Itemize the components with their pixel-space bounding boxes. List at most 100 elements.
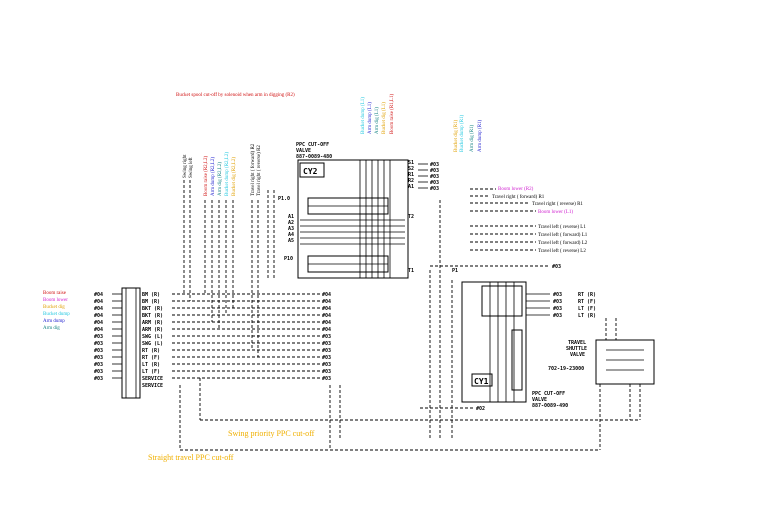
port-label: #03 xyxy=(94,355,103,361)
cy1-name: CY1 xyxy=(474,377,489,386)
port-label: #04 xyxy=(94,299,103,305)
cy2-header: VALVE xyxy=(296,148,311,154)
port-label: #03 xyxy=(322,334,331,340)
port-label: #04 xyxy=(94,292,103,298)
vertical-label: Bucket dump (R2,L2) xyxy=(225,152,230,196)
cy2-port: S2 xyxy=(408,166,414,172)
connector-labels: BM (R) BM (R) BKT (R) BKT (R) ARM (R) AR… xyxy=(142,292,163,389)
cy1-footer: VALVE xyxy=(532,397,547,403)
cy2-port: A2 xyxy=(288,220,294,226)
travel-shuttle-valve: TRAVEL SHUTTLE VALVE 702-19-23000 xyxy=(548,318,655,420)
vertical-label: Arm dig (L1) xyxy=(375,107,380,134)
right-label: Travel left ( forward) L2 xyxy=(538,241,588,246)
cy1-port-label: LT (F) xyxy=(578,306,596,312)
connector-label: RT (F) xyxy=(142,355,160,361)
vertical-label: Bucket dig (R2,L2) xyxy=(232,157,237,196)
cy2-out-port: #03 xyxy=(430,168,439,174)
cy1-port: P1 xyxy=(452,268,458,274)
legend-item: Arm dump xyxy=(43,319,65,324)
connector-label: SWG (L) xyxy=(142,334,163,340)
cy2-port: A3 xyxy=(288,226,294,232)
vertical-label: Boom raise (R1,L1) xyxy=(390,94,395,134)
vertical-label: Bucket dig (R1) xyxy=(454,119,459,152)
left-ports: #04 #04 #04 #04 #04 #04 #03 #03 #03 #03 … xyxy=(94,292,103,382)
vertical-label: Travel right ( forward) R2 xyxy=(251,143,256,196)
vertical-labels-left: Swing right Swing left Boom raise (R2,L2… xyxy=(183,143,262,196)
vertical-label: Arm dump (R1) xyxy=(478,119,483,152)
port-label: #04 xyxy=(322,313,331,319)
cy1-port-num: #03 xyxy=(553,299,562,305)
vertical-label: Bucket dump (R1) xyxy=(460,114,465,152)
port-label: #03 xyxy=(94,341,103,347)
legend-item: Boom lower xyxy=(43,298,68,303)
port-label: #04 xyxy=(94,327,103,333)
vertical-label: Swing right xyxy=(183,154,188,178)
connector-label: BKT (R) xyxy=(142,306,163,312)
cy2-out-port: #03 xyxy=(430,174,439,180)
vertical-labels-top: Bucket dump (L1) Arm dump (L1) Arm dig (… xyxy=(361,94,395,134)
cy1-footer: PPC CUT-OFF xyxy=(532,391,565,397)
port-label: #03 xyxy=(94,334,103,340)
cy1-port-num: #03 xyxy=(553,306,562,312)
cy1-port-num: #03 xyxy=(553,313,562,319)
port-label: #04 xyxy=(94,306,103,312)
cy2-port: S1 xyxy=(408,160,414,166)
cy2-header: PPC CUT-OFF xyxy=(296,142,329,148)
connector-label: SWG (L) xyxy=(142,341,163,347)
cy1-valve: CY1 PPC CUT-OFF VALVE 887-0089-490 P1 #0… xyxy=(420,268,596,412)
port-label: #03 xyxy=(322,362,331,368)
connector-block xyxy=(121,287,141,399)
straight-travel-label: Straight travel PPC cut-off xyxy=(148,453,234,462)
connector-label: BKT (R) xyxy=(142,313,163,319)
shuttle-label: SHUTTLE xyxy=(566,346,587,352)
vertical-label: Boom raise (R2,L2) xyxy=(204,156,209,196)
cy1-footer: 887-0089-490 xyxy=(532,403,568,409)
cy2-valve: PPC CUT-OFF VALVE 887-0089-480 CY2 P1.0 … xyxy=(278,142,439,279)
cy2-port: A1 xyxy=(408,184,414,190)
cy1-port: #02 xyxy=(476,406,485,412)
swing-priority-label: Swing priority PPC cut-off xyxy=(228,429,315,438)
port-label: #03 xyxy=(322,376,331,382)
cy1-port-label: LT (R) xyxy=(578,313,596,319)
connector-label: BM (R) xyxy=(142,299,160,305)
port-label: #04 xyxy=(322,299,331,305)
port-label: #03 xyxy=(322,355,331,361)
vertical-wires-left xyxy=(179,180,259,450)
connector-label: LT (F) xyxy=(142,369,160,375)
cy2-out-port: #03 xyxy=(430,180,439,186)
right-label: Travel left ( reverse) L2 xyxy=(538,249,586,254)
cy2-out-port: #03 xyxy=(430,186,439,192)
cy1-port-label: RT (F) xyxy=(578,299,596,305)
cy2-port: T2 xyxy=(408,214,414,220)
port-label: #03 xyxy=(552,264,561,270)
port-label: #03 xyxy=(94,376,103,382)
vertical-label: Arm dig (R2,L2) xyxy=(218,162,223,196)
cy2-port: A1 xyxy=(288,214,294,220)
vertical-label: Arm dump (L1) xyxy=(368,102,373,134)
port-label: #03 xyxy=(322,341,331,347)
port-label: #03 xyxy=(322,348,331,354)
cy2-port: P1.0 xyxy=(278,196,290,202)
legend-item: Arm dig xyxy=(43,326,60,331)
port-label: #03 xyxy=(94,348,103,354)
vertical-labels-right: Bucket dig (R1) Bucket dump (R1) Arm dig… xyxy=(454,114,483,152)
right-label: Boom lower (L1) xyxy=(538,210,573,215)
port-label: #04 xyxy=(322,327,331,333)
title-note: Bucket spool cut-off by solenoid when ar… xyxy=(176,93,295,98)
cy2-port: R2 xyxy=(408,178,414,184)
connector-label: RT (R) xyxy=(142,348,160,354)
port-label: #03 xyxy=(322,369,331,375)
cy2-header: 887-0089-480 xyxy=(296,154,332,160)
shuttle-label: TRAVEL xyxy=(568,340,586,346)
connector-label: SERVICE xyxy=(142,376,163,382)
cy2-out-port: #03 xyxy=(430,162,439,168)
cy2-name: CY2 xyxy=(303,167,318,176)
right-label: Travel right ( reverse) R1 xyxy=(532,202,583,207)
legend-item: Boom raise xyxy=(43,291,67,296)
port-label: #03 xyxy=(94,362,103,368)
left-legend: Boom raise Boom lower Bucket dig Bucket … xyxy=(43,291,70,331)
shuttle-label: 702-19-23000 xyxy=(548,366,584,372)
shuttle-label: VALVE xyxy=(570,352,585,358)
cy2-port: A5 xyxy=(288,238,294,244)
right-label: Travel right ( forward) R1 xyxy=(492,195,545,200)
